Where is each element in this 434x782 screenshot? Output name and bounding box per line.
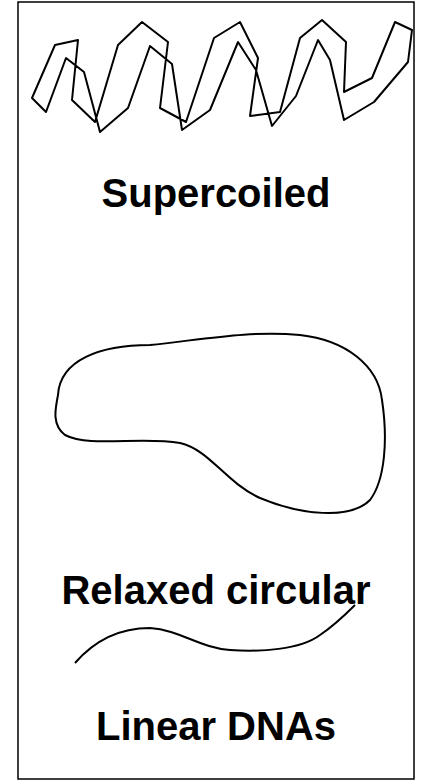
- supercoiled-dna: [32, 20, 412, 132]
- frame: [18, 2, 414, 779]
- relaxed-circular-dna: [55, 334, 384, 513]
- structure-label: Supercoiled: [102, 171, 331, 215]
- structure-label: Relaxed circular: [61, 568, 370, 612]
- linear-dna: [75, 605, 355, 663]
- structure-label: Linear DNAs: [96, 704, 336, 748]
